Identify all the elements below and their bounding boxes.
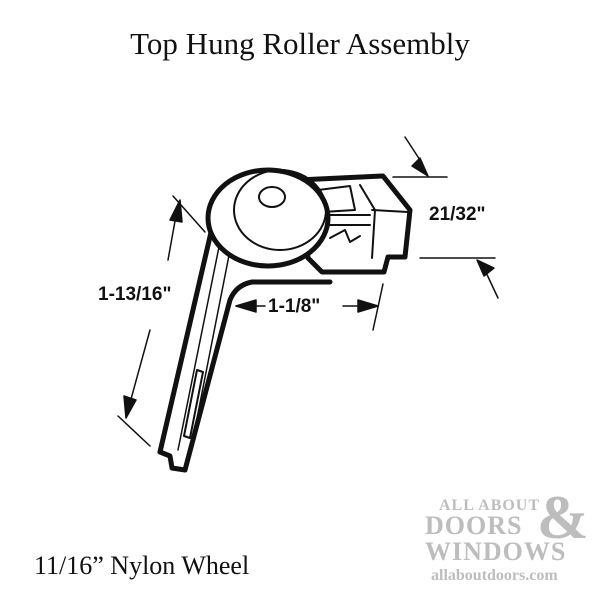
logo-line-doors: DOORS <box>425 511 523 540</box>
diagram-title: Top Hung Roller Assembly <box>130 26 470 61</box>
logo-line-all-about: ALL ABOUT <box>439 497 541 514</box>
logo-ampersand: & <box>537 484 589 552</box>
dimension-width-arrows <box>235 283 384 331</box>
dimension-height-arrows <box>117 195 206 447</box>
depth-dimension-label: 21/32" <box>429 204 486 225</box>
nylon-wheel <box>205 167 331 269</box>
arm-outline <box>157 225 333 473</box>
wheel-size-caption: 11/16” Nylon Wheel <box>34 551 250 580</box>
height-dimension-label: 1-13/16" <box>98 284 172 305</box>
width-dimension-label: 1-1/8" <box>268 296 321 317</box>
logo-url: allaboutdoors.com <box>431 567 558 584</box>
logo-line-windows: WINDOWS <box>425 537 567 566</box>
dimension-depth-arrows <box>392 136 499 299</box>
